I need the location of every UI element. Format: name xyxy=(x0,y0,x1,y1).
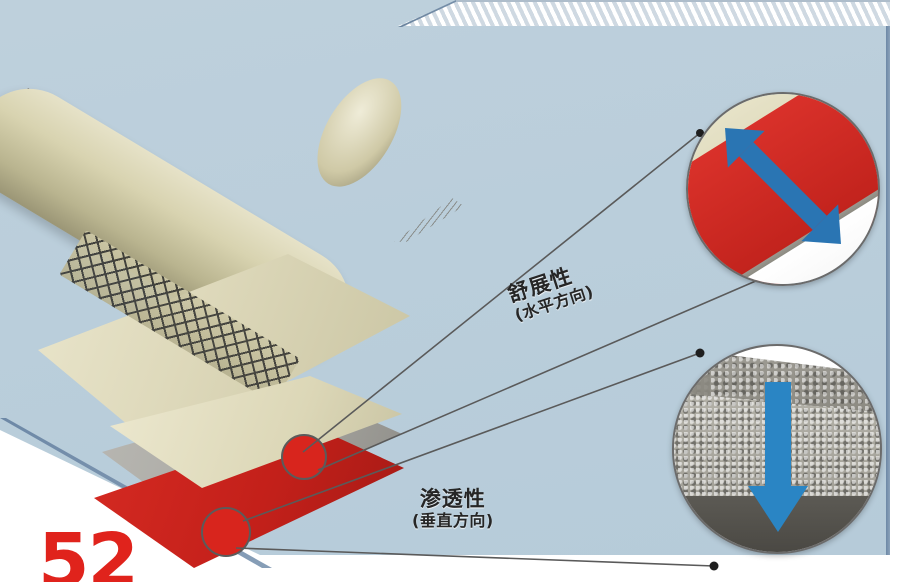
marker-circle-upper[interactable] xyxy=(281,434,327,480)
hatched-decor-band xyxy=(398,0,890,26)
geocomposite-illustration xyxy=(0,58,464,568)
marker-circle-lower[interactable] xyxy=(201,507,251,557)
permeability-callout-circle[interactable] xyxy=(672,344,882,554)
page-number: 52 xyxy=(38,518,139,582)
double-headed-diagonal-arrow-icon xyxy=(725,128,841,244)
permeability-label-title: 渗透性 xyxy=(419,487,486,511)
roll-cylinder-end-cap xyxy=(300,64,419,201)
down-arrow-icon xyxy=(748,382,808,532)
permeability-label-subtitle: (垂直方向) xyxy=(412,510,494,530)
blue-panel-right-border xyxy=(886,22,890,555)
hatched-band-top-line xyxy=(456,0,890,2)
permeability-label: 渗透性 (垂直方向) xyxy=(412,487,494,531)
extensibility-callout-circle[interactable] xyxy=(686,92,880,286)
